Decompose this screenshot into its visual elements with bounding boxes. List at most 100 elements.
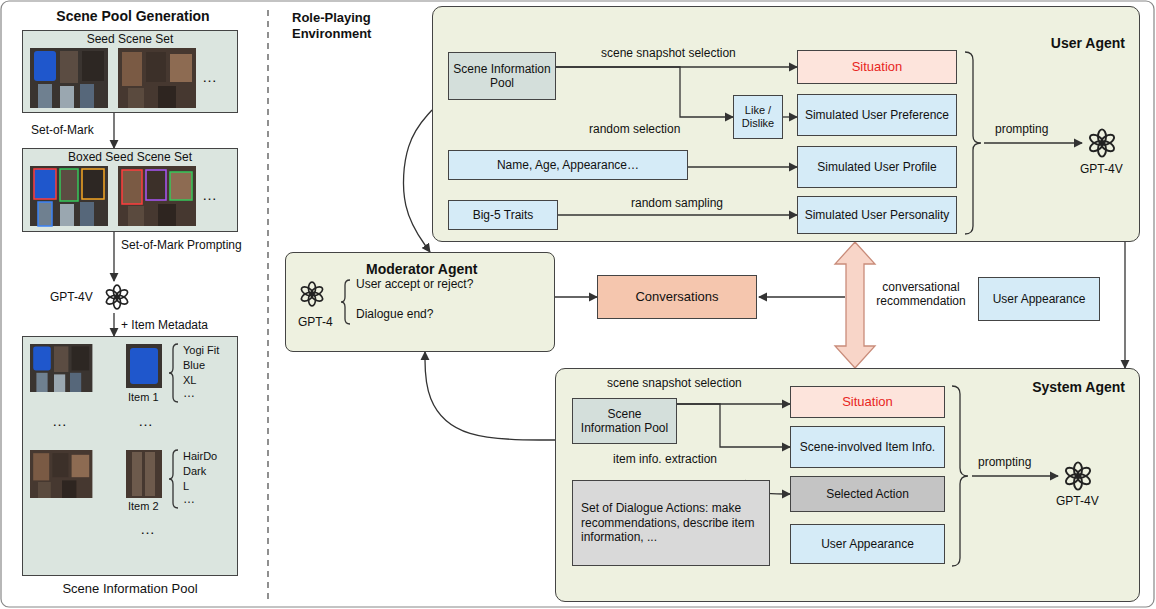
- ellipsis: …: [183, 492, 195, 506]
- art-shape: [38, 202, 52, 226]
- gpt-logos: [105, 129, 1116, 489]
- edge-label: item info. extraction: [612, 452, 718, 466]
- art-shape: [82, 169, 104, 199]
- agent-panel: Moderator AgentGPT-4User accept or rejec…: [285, 252, 555, 352]
- art-shape: [965, 52, 981, 234]
- art-shape: [126, 450, 162, 498]
- art-shape: [169, 450, 178, 508]
- art-shape: [300, 282, 324, 306]
- panel-title: Scene Pool Generation: [18, 8, 248, 25]
- art-shape: [132, 452, 142, 496]
- art-shape: [22, 336, 238, 576]
- art-shape: [285, 252, 555, 352]
- braces: [169, 52, 981, 566]
- item-metadata: XL: [183, 374, 196, 387]
- scene-photos: [30, 48, 196, 498]
- node-text: Simulated User Preference: [805, 108, 949, 122]
- process-box: Selected Action: [790, 476, 945, 512]
- item-label: Item 1: [128, 391, 159, 404]
- node-text: Selected Action: [826, 487, 909, 501]
- art-shape: [22, 30, 238, 113]
- ellipsis: …: [202, 186, 217, 204]
- model-name: GPT-4V: [1056, 494, 1099, 508]
- process-box: User Appearance: [790, 524, 945, 564]
- situation-box: Situation: [797, 50, 957, 84]
- node-text: Like / Dislike: [736, 104, 780, 130]
- connector-arrow: [556, 67, 733, 117]
- art-shape: [952, 386, 968, 566]
- ellipsis: …: [202, 68, 217, 86]
- edge-label: Set-of-Mark: [30, 123, 95, 137]
- art-shape: [130, 348, 158, 384]
- node-text: Scene Information Pool: [62, 581, 197, 597]
- node-text: User Appearance: [821, 537, 914, 551]
- model-name: GPT-4V: [1080, 162, 1123, 176]
- art-shape: [60, 169, 78, 201]
- item-metadata: Blue: [183, 359, 205, 372]
- process-box: Scene-involved Item Info.: [790, 426, 945, 468]
- process-box: User Appearance: [978, 277, 1100, 321]
- art-shape: [30, 166, 108, 226]
- art-shape: [22, 148, 238, 232]
- node-text: GPT-4V: [50, 290, 93, 304]
- connector-arrow: [403, 110, 432, 252]
- connector-arrow: [113, 232, 114, 281]
- model-icon: GPT-4V: [48, 281, 134, 313]
- ellipsis: …: [52, 412, 67, 430]
- connector-arrow: [688, 166, 797, 167]
- art-shape: [118, 48, 196, 108]
- process-box: Scene Information Pool: [448, 52, 556, 100]
- agent-panel: System AgentScene Information PoolSituat…: [555, 368, 1140, 602]
- node-text: Simulated User Profile: [817, 160, 936, 174]
- item-label: Item 2: [128, 500, 159, 513]
- node-text: User accept or reject?: [356, 277, 473, 291]
- art-shape: [30, 450, 92, 498]
- art-shape: [30, 48, 108, 108]
- process-box: Name, Age, Appearance…: [448, 150, 688, 180]
- process-box: Simulated User Personality: [797, 196, 957, 234]
- connectors: [114, 67, 1125, 494]
- connector-arrow: [425, 352, 555, 440]
- art-shape: [122, 170, 142, 204]
- box-fills: [22, 6, 1140, 602]
- node-text: Boxed Seed Scene Set: [68, 150, 192, 164]
- node-text: Set of Dialogue Actions: make recommenda…: [581, 501, 761, 544]
- agent-title: Moderator Agent: [366, 261, 477, 278]
- set-of-mark-boxes: [34, 169, 192, 226]
- art-shape: [145, 452, 155, 496]
- art-shape: [146, 170, 166, 200]
- edge-label: scene snapshot selection: [606, 376, 743, 390]
- connector-arrow: [677, 404, 790, 447]
- art-shape: [118, 166, 196, 226]
- node-text: Big-5 Traits: [473, 208, 534, 222]
- node-text: Situation: [852, 59, 903, 75]
- process-box: Like / Dislike: [733, 95, 783, 139]
- connector-arrow: [113, 113, 114, 148]
- item-metadata: Yogi Fit: [183, 344, 219, 357]
- conversation-box: Conversations: [597, 275, 757, 319]
- art-shape: [170, 172, 192, 200]
- connector-arrow: [555, 296, 597, 297]
- node-text: Scene-involved Item Info.: [800, 440, 935, 454]
- node-text: Dialogue end?: [356, 307, 433, 321]
- node-text: User Appearance: [993, 292, 1086, 306]
- art-shape: [30, 344, 92, 392]
- item-metadata: HairDo: [183, 450, 217, 463]
- ellipsis: …: [140, 520, 155, 538]
- connector-arrow: [783, 116, 797, 117]
- art-shape: [555, 368, 1140, 602]
- agent-title: User Agent: [1051, 35, 1125, 52]
- art-shape: [432, 6, 1140, 242]
- art-shape: [105, 285, 129, 309]
- process-box: Simulated User Preference: [797, 94, 957, 136]
- arrow-label: prompting: [995, 122, 1048, 136]
- item-metadata: Dark: [183, 465, 206, 478]
- node-text: Seed Scene Set: [87, 32, 174, 46]
- art-shape: [984, 142, 1082, 143]
- connector-arrow: [558, 214, 797, 215]
- art-shape: [1064, 462, 1092, 489]
- divider-line: [267, 10, 268, 600]
